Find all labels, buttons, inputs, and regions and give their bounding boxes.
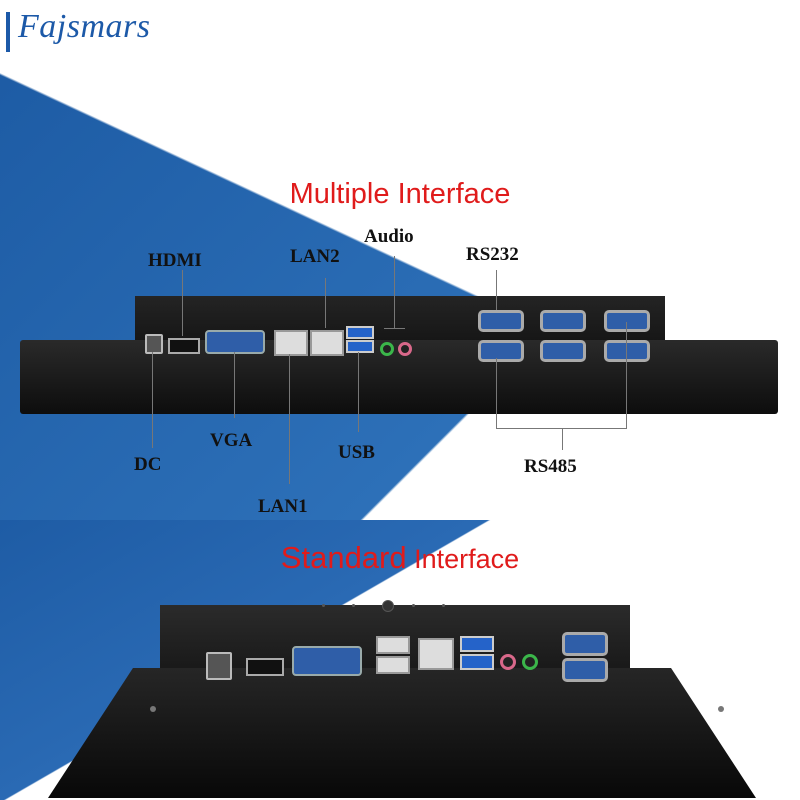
vent-hole-icon bbox=[352, 604, 355, 607]
vga-port-icon bbox=[292, 646, 362, 676]
rs485-leader-left bbox=[496, 358, 497, 428]
page-subtitle: Resistive touch ∣ Capacitive touch bbox=[194, 120, 606, 150]
screw-icon bbox=[718, 706, 724, 712]
standard-heading-main: Standard bbox=[280, 540, 407, 575]
rs232-port-icon bbox=[478, 310, 524, 332]
usb-port-icon bbox=[346, 340, 374, 353]
vent-hole-icon bbox=[412, 604, 415, 607]
rs232-port-icon bbox=[540, 310, 586, 332]
audio-in-jack-icon bbox=[500, 654, 516, 670]
label-dc: DC bbox=[134, 454, 162, 475]
page-title: 17 In All In One PC bbox=[221, 64, 579, 111]
dc-leader-line bbox=[152, 352, 153, 448]
rs485-port-icon bbox=[540, 340, 586, 362]
logo-bar-icon bbox=[6, 12, 10, 52]
lan1-leader-line bbox=[289, 354, 290, 484]
lan1-port-icon bbox=[274, 330, 308, 356]
rs485-bracket bbox=[496, 428, 627, 429]
usb3-port-icon bbox=[460, 636, 494, 652]
com-port-icon bbox=[562, 658, 608, 682]
audio-out-jack-icon bbox=[380, 342, 394, 356]
rs232-leader-line bbox=[496, 270, 497, 310]
lan2-port-icon bbox=[310, 330, 344, 356]
lan-port-icon bbox=[418, 638, 454, 670]
standard-heading-rest: Interface bbox=[406, 544, 520, 574]
label-hdmi: HDMI bbox=[148, 250, 202, 271]
vga-leader-line bbox=[234, 352, 235, 418]
logo-text: Fajsmars bbox=[18, 8, 151, 45]
vga-port-icon bbox=[205, 330, 265, 354]
audio-out-jack-icon bbox=[522, 654, 538, 670]
rs485-leader-right bbox=[626, 322, 627, 428]
vent-hole-icon bbox=[322, 604, 325, 607]
dc-port-icon bbox=[206, 652, 232, 680]
usb3-port-icon bbox=[460, 654, 494, 670]
label-lan1: LAN1 bbox=[258, 496, 308, 517]
audio-bracket bbox=[384, 328, 405, 329]
dc-port-icon bbox=[145, 334, 163, 354]
speaker-grille-icon bbox=[382, 600, 394, 612]
hdmi-port-icon bbox=[246, 658, 284, 676]
usb2-port-icon bbox=[376, 656, 410, 674]
rs485-port-icon bbox=[478, 340, 524, 362]
device2-front-panel bbox=[48, 668, 756, 798]
label-rs485: RS485 bbox=[524, 456, 577, 477]
multiple-interface-heading: Multiple Interface bbox=[289, 178, 511, 210]
label-usb: USB bbox=[338, 442, 375, 463]
usb-leader-line bbox=[358, 352, 359, 432]
label-rs232: RS232 bbox=[466, 244, 519, 265]
hdmi-port-icon bbox=[168, 338, 200, 354]
logo: Fajsmars bbox=[0, 0, 168, 58]
hdmi-leader-line bbox=[182, 270, 183, 336]
rs485-leader-line bbox=[562, 428, 563, 450]
vent-hole-icon bbox=[442, 604, 445, 607]
standard-interface-heading: Standard Interface bbox=[0, 540, 800, 576]
audio-in-jack-icon bbox=[398, 342, 412, 356]
usb-port-icon bbox=[346, 326, 374, 339]
screw-icon bbox=[150, 706, 156, 712]
audio-leader-line bbox=[394, 256, 395, 328]
lan2-leader-line bbox=[325, 278, 326, 328]
label-vga: VGA bbox=[210, 430, 253, 451]
label-audio: Audio bbox=[364, 226, 414, 247]
rs232-port-icon bbox=[604, 310, 650, 332]
rs485-port-icon bbox=[604, 340, 650, 362]
usb2-port-icon bbox=[376, 636, 410, 654]
com-port-icon bbox=[562, 632, 608, 656]
label-lan2: LAN2 bbox=[290, 246, 340, 267]
